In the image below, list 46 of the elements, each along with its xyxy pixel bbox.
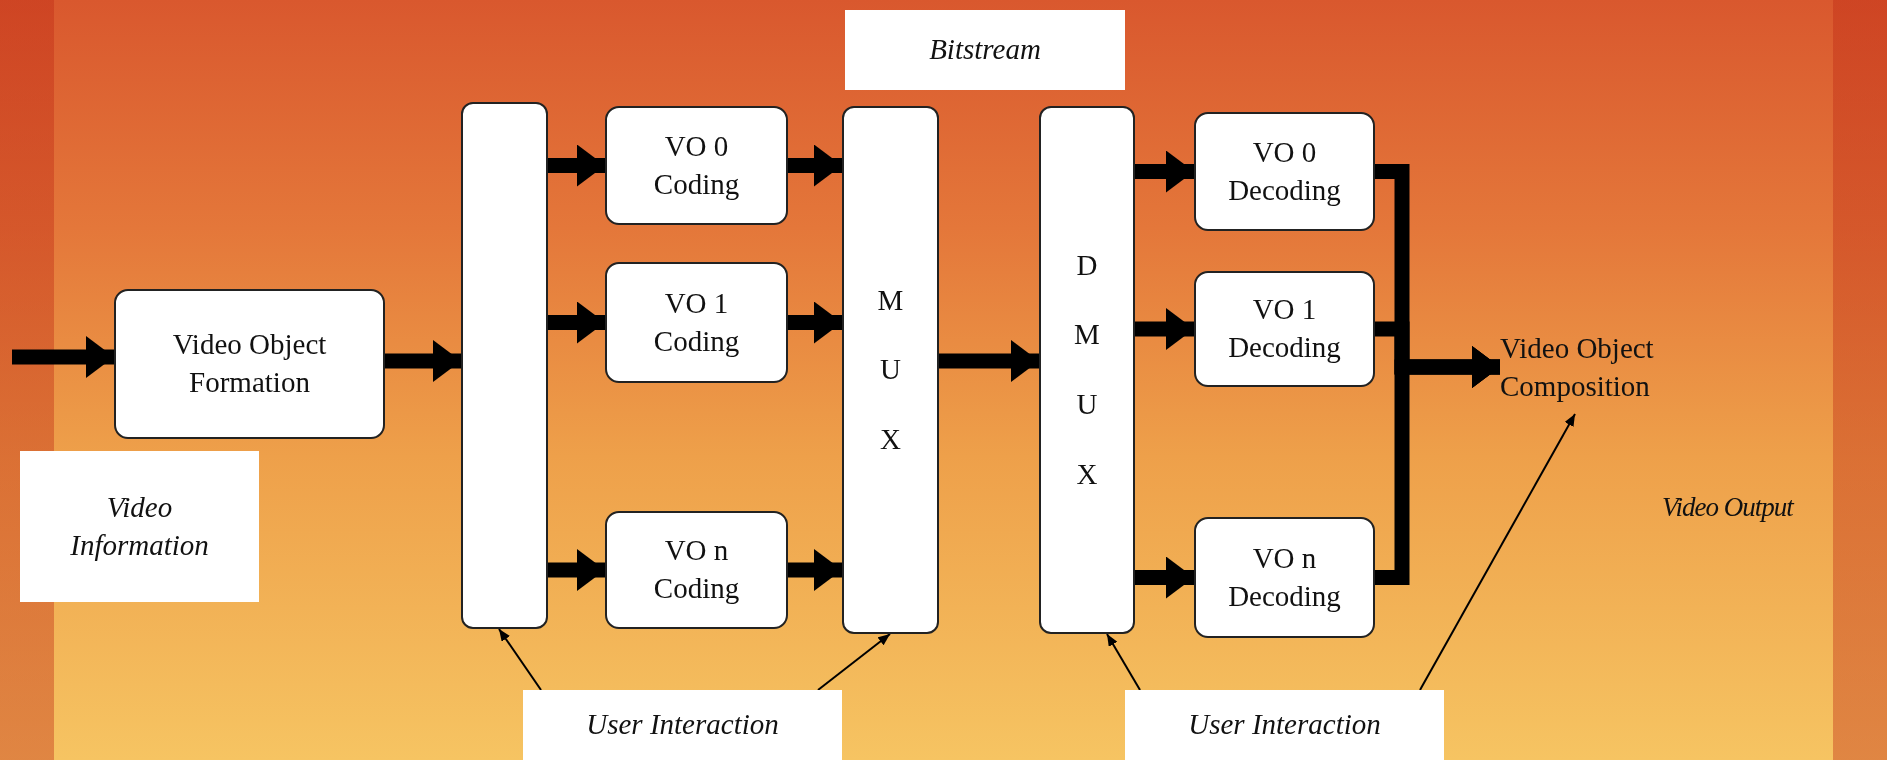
tall-box [1039, 106, 1135, 634]
process-box [605, 106, 788, 225]
box-text: MUX [876, 282, 905, 457]
block-arrow [548, 301, 605, 344]
note-box [1125, 690, 1444, 760]
process-box [1194, 517, 1375, 638]
block-arrow [385, 340, 461, 382]
note-text: Video Information [69, 489, 210, 563]
box-text: VO 0 Decoding [1227, 134, 1342, 208]
leader-line [498, 628, 542, 691]
box-text: VO n Decoding [1227, 540, 1342, 614]
annotation-text: Video Output [1662, 492, 1793, 523]
box-text: Video Object Formation [171, 327, 328, 400]
block-arrow [548, 549, 605, 591]
process-box [605, 262, 788, 383]
note-box [845, 10, 1125, 90]
note-text: Bitstream [929, 32, 1041, 68]
note-text: User Interaction [586, 707, 779, 743]
process-box [1194, 271, 1375, 387]
block-arrow [788, 144, 842, 187]
block-arrow [1135, 308, 1194, 350]
box-text: DMUX [1073, 247, 1101, 492]
box-text: VO 1 Decoding [1227, 292, 1342, 365]
block-arrow [788, 301, 842, 344]
block-arrow [939, 340, 1039, 382]
note-box [523, 690, 842, 760]
leader-line [817, 633, 891, 691]
leader-line [1106, 633, 1141, 691]
output-text: Video Object Composition [1500, 331, 1655, 404]
note-text: User Interaction [1188, 707, 1381, 743]
leader-line [1419, 413, 1576, 691]
block-arrow [1135, 556, 1194, 599]
box-text: VO 0 Coding [652, 128, 741, 202]
block-arrow [1375, 346, 1500, 585]
block-arrow [12, 336, 114, 378]
note-box [20, 451, 259, 602]
process-box [605, 511, 788, 629]
block-arrow [548, 144, 605, 187]
box-text: VO n Coding [652, 533, 741, 606]
block-arrow [788, 549, 842, 591]
box-text: VO 1 Coding [652, 285, 741, 359]
block-arrow [1135, 150, 1194, 193]
tall-box [842, 106, 939, 634]
process-box [114, 289, 385, 439]
tall-box [461, 102, 548, 629]
process-box [1194, 112, 1375, 231]
